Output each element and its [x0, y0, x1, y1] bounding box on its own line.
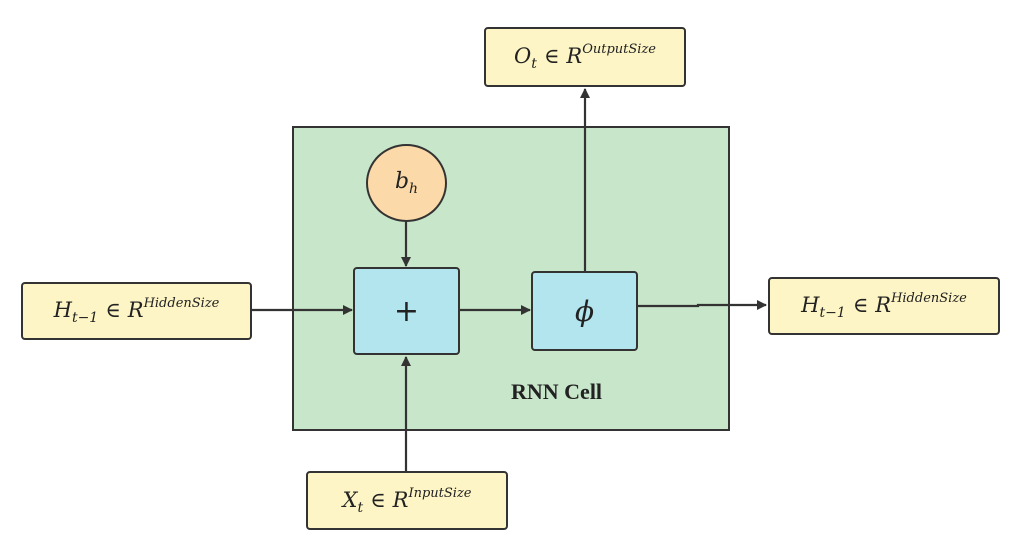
hidden-state-output: Ht−1 ∈RHiddenSize [768, 277, 1000, 335]
add-symbol: + [393, 293, 420, 329]
ot-subscript: t [531, 56, 537, 72]
hidden-state-input: Ht−1 ∈RHiddenSize [21, 282, 252, 340]
hprev-symbol: H [53, 298, 72, 322]
add-operation: + [353, 267, 460, 355]
hprev-relation: ∈ [105, 298, 121, 322]
bias-node: bh [366, 144, 447, 222]
ot-symbol: O [514, 44, 532, 68]
rnn-cell-label: RNN Cell [511, 379, 603, 404]
bias-label: bh [395, 169, 418, 197]
ot-space: R [566, 44, 583, 68]
hnext-superscript: HiddenSize [891, 291, 967, 306]
input-node: Xt ∈RInputSize [306, 471, 508, 530]
activation-symbol: ϕ [574, 294, 595, 328]
output-node: Ot ∈ROutputSize [484, 27, 686, 87]
bias-subscript: h [409, 181, 419, 197]
ot-relation: ∈ [543, 44, 560, 68]
xt-subscript: t [357, 499, 364, 516]
hnext-relation: ∈ [852, 293, 869, 317]
hnext-subscript: t−1 [819, 305, 846, 321]
xt-superscript: InputSize [408, 485, 472, 501]
edge-activation-to-hnext [638, 300, 767, 310]
hprev-subscript: t−1 [71, 310, 99, 326]
hnext-symbol: H [801, 293, 820, 317]
hprev-superscript: HiddenSize [143, 296, 220, 311]
activation-node: ϕ [531, 271, 638, 351]
xt-symbol: X [342, 487, 358, 512]
hprev-space: R [127, 298, 144, 322]
xt-relation: ∈ [370, 487, 386, 512]
ot-superscript: OutputSize [582, 42, 656, 57]
hnext-space: R [875, 293, 892, 317]
xt-space: R [392, 487, 409, 512]
bias-symbol: b [394, 169, 410, 194]
